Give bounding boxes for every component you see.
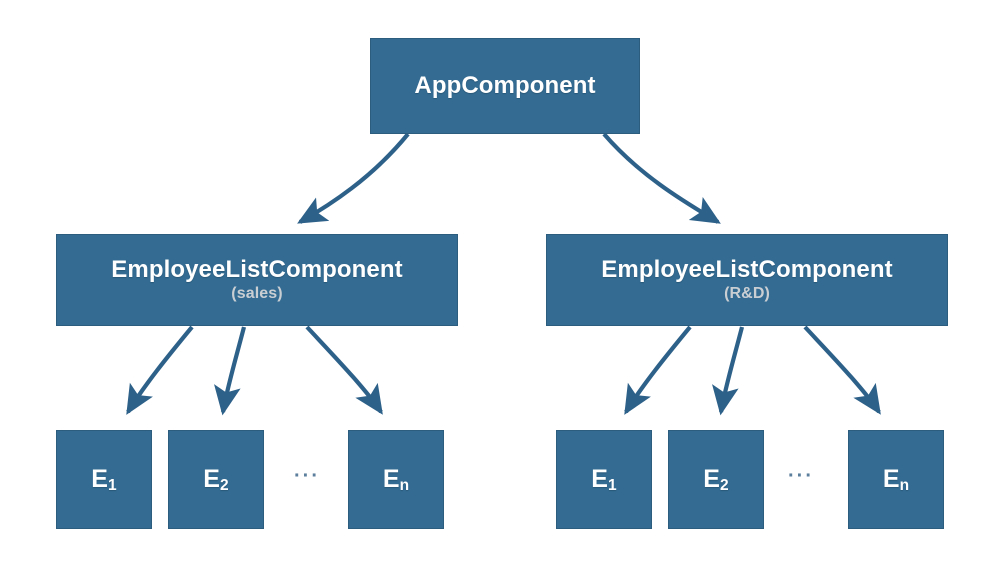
node-employee-sales-n[interactable]: En bbox=[348, 430, 444, 529]
edge-rnd-to-leaf-2 bbox=[712, 326, 745, 416]
node-employee-sales-2-label: E2 bbox=[203, 464, 229, 495]
employee-index: 1 bbox=[608, 477, 617, 495]
ellipsis-sales: ··· bbox=[294, 465, 320, 487]
edge-sales-to-leaf-2 bbox=[214, 326, 247, 416]
node-employee-sales-1[interactable]: E1 bbox=[56, 430, 152, 529]
edge-root-to-sales bbox=[297, 132, 410, 224]
edge-root-to-rnd bbox=[602, 132, 721, 224]
employee-base-letter: E bbox=[591, 464, 609, 493]
node-employee-rnd-1-label: E1 bbox=[591, 464, 617, 495]
edge-rnd-to-leaf-1 bbox=[624, 325, 692, 415]
employee-index: 2 bbox=[720, 477, 729, 495]
node-employee-list-component-rnd[interactable]: EmployeeListComponent (R&D) bbox=[546, 234, 948, 326]
employee-index: 1 bbox=[108, 477, 117, 495]
node-employee-list-component-rnd-label: EmployeeListComponent bbox=[601, 255, 893, 283]
node-employee-list-component-sales-label: EmployeeListComponent bbox=[111, 255, 403, 283]
employee-base-letter: E bbox=[703, 464, 721, 493]
node-employee-rnd-2[interactable]: E2 bbox=[668, 430, 764, 529]
node-employee-sales-2[interactable]: E2 bbox=[168, 430, 264, 529]
node-employee-rnd-n-label: En bbox=[882, 464, 910, 495]
node-employee-rnd-n[interactable]: En bbox=[848, 430, 944, 529]
employee-index: n bbox=[399, 477, 410, 495]
node-app-component[interactable]: AppComponent bbox=[370, 38, 640, 134]
employee-index: 2 bbox=[220, 477, 229, 495]
edge-rnd-to-leaf-3 bbox=[803, 325, 881, 415]
node-employee-list-component-rnd-sublabel: (R&D) bbox=[724, 285, 770, 303]
node-employee-rnd-1[interactable]: E1 bbox=[556, 430, 652, 529]
node-employee-sales-1-label: E1 bbox=[91, 464, 117, 495]
employee-index: n bbox=[899, 477, 910, 495]
node-employee-list-component-sales-sublabel: (sales) bbox=[231, 285, 283, 303]
node-app-component-label: AppComponent bbox=[414, 71, 596, 99]
employee-base-letter: E bbox=[882, 464, 900, 493]
employee-base-letter: E bbox=[203, 464, 221, 493]
node-employee-sales-n-label: En bbox=[382, 464, 410, 495]
node-employee-rnd-2-label: E2 bbox=[703, 464, 729, 495]
edge-sales-to-leaf-1 bbox=[126, 325, 194, 415]
employee-base-letter: E bbox=[91, 464, 109, 493]
node-employee-list-component-sales[interactable]: EmployeeListComponent (sales) bbox=[56, 234, 458, 326]
employee-base-letter: E bbox=[382, 464, 400, 493]
edge-sales-to-leaf-3 bbox=[305, 325, 383, 415]
ellipsis-rnd: ··· bbox=[788, 465, 814, 487]
